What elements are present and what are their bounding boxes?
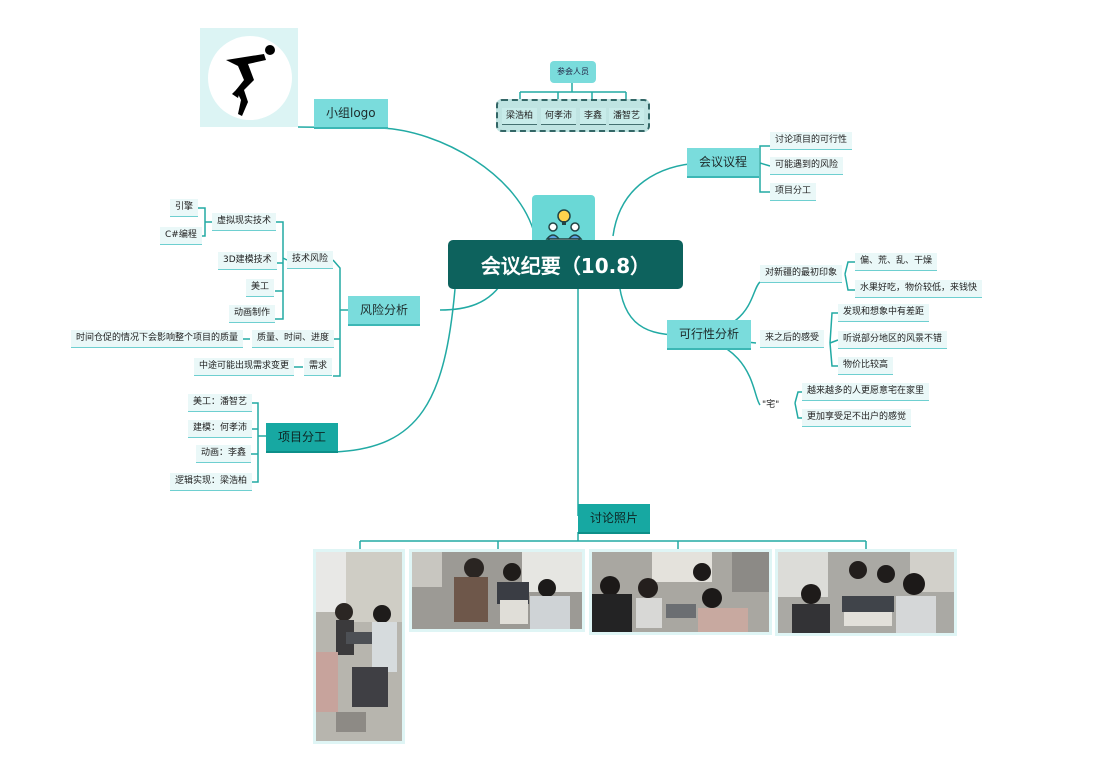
risk-demand[interactable]: 需求 [304,358,333,376]
logo-image [200,28,298,127]
agenda-item[interactable]: 讨论项目的可行性 [770,132,853,150]
risk-tech-art[interactable]: 美工 [246,279,275,297]
agenda-item[interactable]: 项目分工 [770,183,817,201]
feasibility-item[interactable]: 听说部分地区的风景不错 [838,331,948,349]
attendee-item[interactable]: 何孝沛 [541,108,577,125]
risk-tech-vr[interactable]: 虚拟现实技术 [212,213,277,231]
feasibility-item[interactable]: 水果好吃，物价较低，来钱快 [855,280,983,298]
branch-feasibility[interactable]: 可行性分析 [667,320,752,350]
branch-division[interactable]: 项目分工 [266,423,339,453]
risk-tech-vr-item[interactable]: 引擎 [170,199,199,217]
feasibility-group[interactable]: 对新疆的最初印象 [760,265,843,283]
feasibility-item[interactable]: 发现和想象中有差距 [838,304,930,322]
attendee-item[interactable]: 梁浩柏 [502,108,538,125]
attendee-item[interactable]: 李鑫 [580,108,607,125]
feasibility-group[interactable]: 来之后的感受 [760,330,825,348]
risk-demand-desc[interactable]: 中途可能出现需求变更 [194,358,295,376]
risk-tech-animation[interactable]: 动画制作 [229,305,276,323]
branch-risk[interactable]: 风险分析 [348,296,421,326]
feasibility-item[interactable]: 偏、荒、乱、干燥 [855,253,938,271]
discussion-photo-2 [409,549,585,632]
jumping-figure-logo [226,45,275,116]
division-item[interactable]: 建模：何孝沛 [188,420,253,438]
central-topic[interactable]: 会议纪要（10.8） [448,240,683,289]
risk-tech-modeling[interactable]: 3D建模技术 [218,252,277,270]
agenda-item[interactable]: 可能遇到的风险 [770,157,844,175]
discussion-photo-3 [589,549,772,635]
feasibility-group[interactable]: "宅" [762,399,780,410]
risk-quality-desc[interactable]: 时间仓促的情况下会影响整个项目的质量 [71,330,244,348]
division-item[interactable]: 逻辑实现：梁浩柏 [170,473,253,491]
branch-agenda[interactable]: 会议议程 [687,148,760,178]
feasibility-item[interactable]: 越来越多的人更愿意宅在家里 [802,383,930,401]
branch-photos[interactable]: 讨论照片 [578,504,651,534]
central-title: 会议纪要（10.8） [480,254,651,278]
discussion-photo-4 [775,549,957,636]
feasibility-item[interactable]: 物价比较高 [838,357,894,375]
branch-logo[interactable]: 小组logo [314,99,388,129]
division-item[interactable]: 动画：李鑫 [196,445,252,463]
discussion-photo-1 [313,549,405,744]
risk-tech[interactable]: 技术风险 [287,251,334,269]
attendees-title[interactable]: 参会人员 [550,61,596,83]
risk-quality[interactable]: 质量、时间、进度 [252,330,335,348]
feasibility-item[interactable]: 更加享受足不出户的感觉 [802,409,912,427]
attendee-item[interactable]: 潘智艺 [609,108,645,125]
risk-tech-vr-item[interactable]: C#编程 [160,227,202,245]
division-item[interactable]: 美工：潘智艺 [188,394,253,412]
